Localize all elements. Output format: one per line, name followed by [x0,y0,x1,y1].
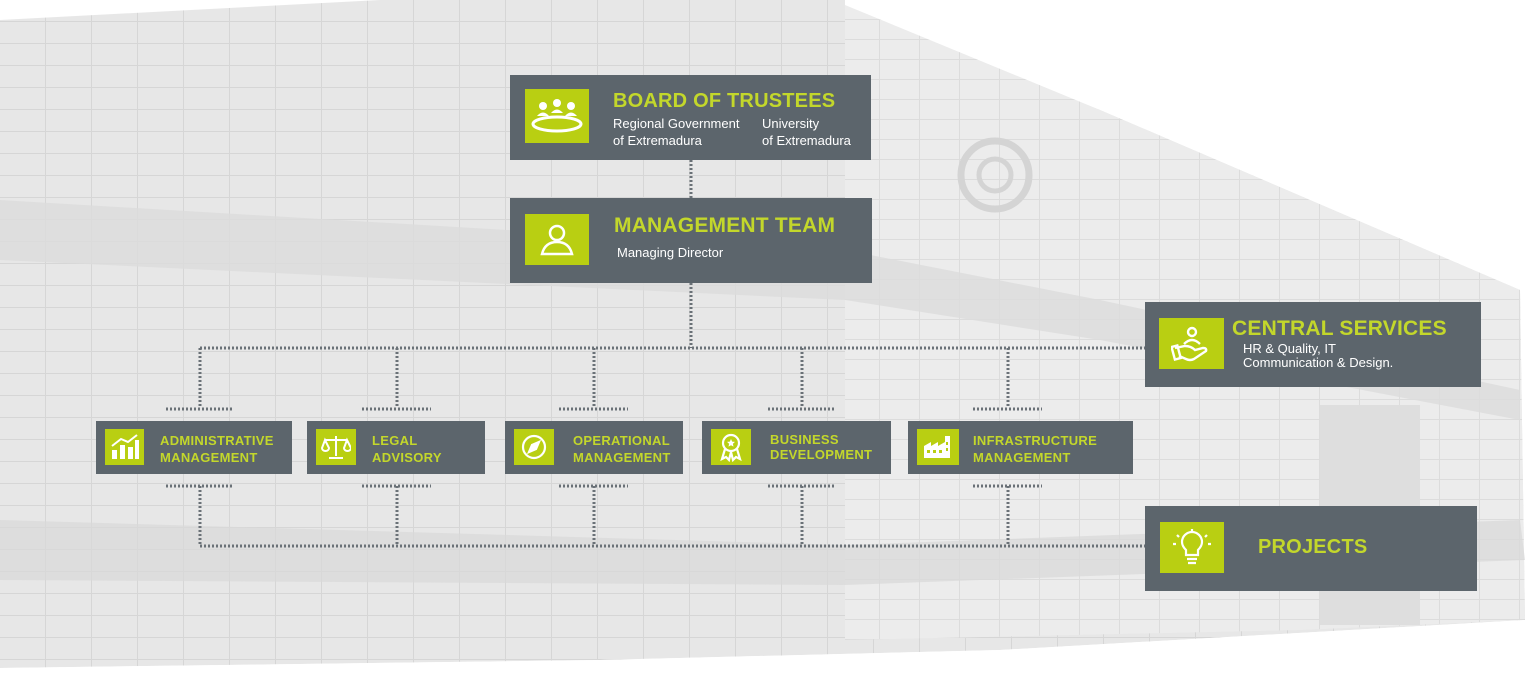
lightbulb-icon [1160,522,1224,573]
factory-icon [917,429,959,465]
dept-infrastructure-management: INFRASTRUCTURE MANAGEMENT [908,421,1133,474]
dept-label-infrastructure: INFRASTRUCTURE MANAGEMENT [973,433,1098,465]
hand-service-icon [1159,318,1224,369]
board-title: BOARD OF TRUSTEES [613,90,836,112]
dept-label-administrative: ADMINISTRATIVE MANAGEMENT [160,433,274,465]
dept-legal-advisory: LEGAL ADVISORY [307,421,485,474]
board-of-trustees-box: BOARD OF TRUSTEES Regional Government of… [510,75,871,160]
bar-chart-icon [105,429,144,465]
dept-label-operational: OPERATIONAL MANAGEMENT [573,433,671,465]
person-icon [525,214,589,265]
management-title: MANAGEMENT TEAM [614,214,836,237]
board-member-university: University of Extremadura [762,116,851,148]
dept-label-legal: LEGAL ADVISORY [372,433,442,465]
central-services-subtitle: HR & Quality, IT Communication & Design. [1243,341,1394,370]
dept-label-business: BUSINESS DEVELOPMENT [770,432,873,462]
projects-title: PROJECTS [1258,536,1368,558]
scales-icon [316,429,356,465]
projects-box: PROJECTS [1145,506,1477,591]
central-services-title: CENTRAL SERVICES [1232,317,1447,340]
compass-icon [514,429,554,465]
dept-business-development: BUSINESS DEVELOPMENT [702,421,891,474]
meeting-table-icon [525,89,589,143]
central-services-box: CENTRAL SERVICES HR & Quality, IT Commun… [1145,302,1481,387]
board-member-regional-government: Regional Government of Extremadura [613,116,740,148]
management-team-box: MANAGEMENT TEAM Managing Director [510,198,872,283]
dept-operational-management: OPERATIONAL MANAGEMENT [505,421,683,474]
dept-administrative-management: ADMINISTRATIVE MANAGEMENT [96,421,292,474]
award-icon [711,429,751,465]
management-subtitle: Managing Director [617,245,724,260]
